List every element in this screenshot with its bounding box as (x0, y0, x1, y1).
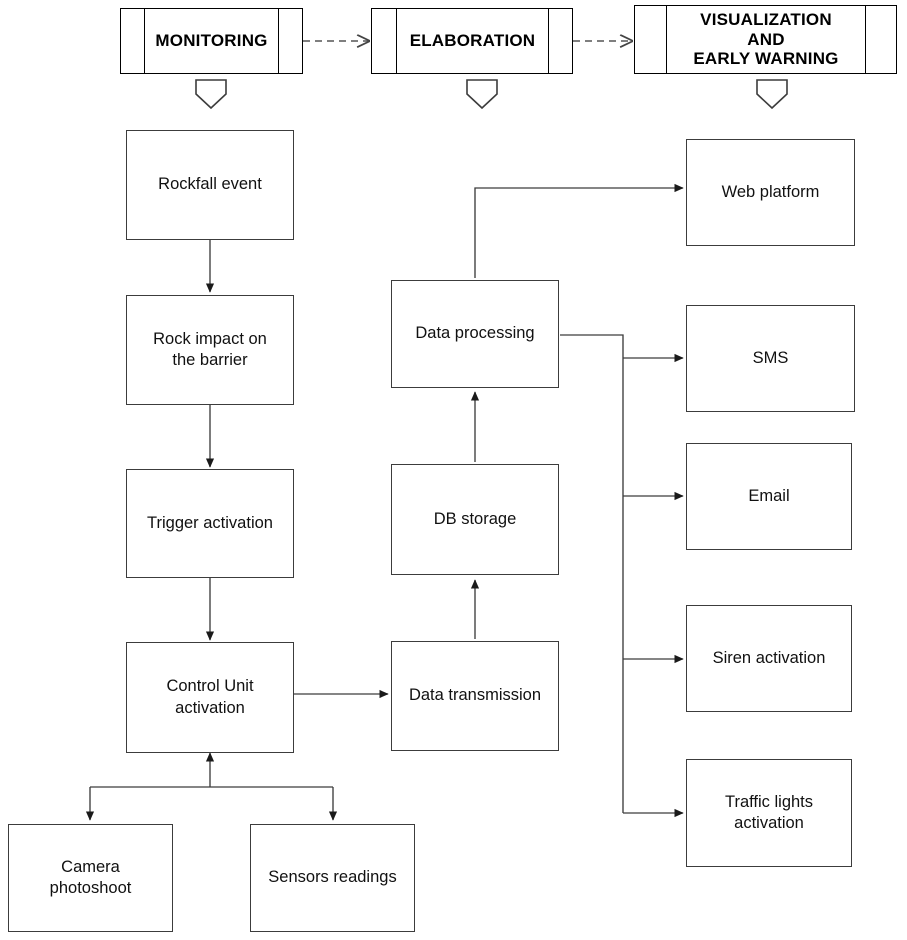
phase-visualization[interactable]: VISUALIZATION AND EARLY WARNING (634, 5, 897, 74)
phase-monitoring-label: MONITORING (155, 31, 268, 51)
phase-elaboration-left-bar (372, 9, 397, 73)
node-rockfall-event[interactable]: Rockfall event (126, 130, 294, 240)
phase-marker-monitoring-icon (195, 79, 227, 110)
phase-marker-elaboration-icon (466, 79, 498, 110)
node-db-storage[interactable]: DB storage (391, 464, 559, 575)
node-traffic-lights-activation[interactable]: Traffic lights activation (686, 759, 852, 867)
edge-processing-trunk (560, 334, 624, 813)
phase-monitoring-right-bar (278, 9, 302, 73)
phase-elaboration-label: ELABORATION (409, 31, 536, 51)
node-camera-photoshoot[interactable]: Camera photoshoot (8, 824, 173, 932)
phase-visualization-label: VISUALIZATION AND EARLY WARNING (693, 9, 839, 69)
node-siren-activation[interactable]: Siren activation (686, 605, 852, 712)
phase-monitoring[interactable]: MONITORING (120, 8, 303, 74)
node-control-unit-activation[interactable]: Control Unit activation (126, 642, 294, 753)
phase-elaboration[interactable]: ELABORATION (371, 8, 573, 74)
node-sensors-readings[interactable]: Sensors readings (250, 824, 415, 932)
node-trigger-activation[interactable]: Trigger activation (126, 469, 294, 578)
node-email[interactable]: Email (686, 443, 852, 550)
phase-monitoring-left-bar (121, 9, 145, 73)
phase-visualization-left-bar (635, 6, 667, 73)
node-web-platform[interactable]: Web platform (686, 139, 855, 246)
node-data-transmission[interactable]: Data transmission (391, 641, 559, 751)
phase-visualization-right-bar (865, 6, 896, 73)
node-rock-impact[interactable]: Rock impact on the barrier (126, 295, 294, 405)
phase-elaboration-right-bar (548, 9, 572, 73)
node-sms[interactable]: SMS (686, 305, 855, 412)
node-data-processing[interactable]: Data processing (391, 280, 559, 388)
phase-marker-visualization-icon (756, 79, 788, 110)
edge-processing-to-web-platform (474, 183, 684, 278)
